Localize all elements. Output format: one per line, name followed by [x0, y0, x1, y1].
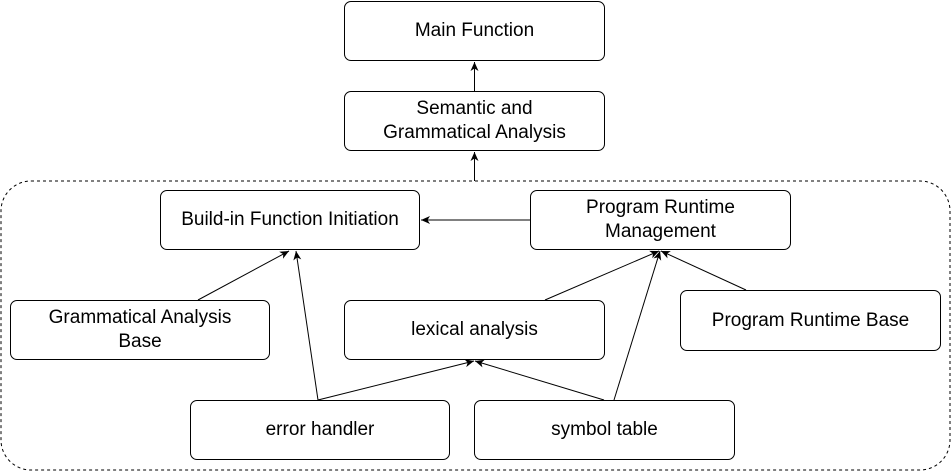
node-main-function-label: Main Function — [414, 20, 535, 41]
edge-error-handler-to-build-in — [293, 250, 319, 401]
node-symbol-table: symbol table — [474, 400, 735, 460]
node-build-in-label: Build-in Function Initiation — [181, 209, 399, 230]
node-program-runtime-base: Program Runtime Base — [680, 290, 941, 351]
node-lexical-analysis-label: lexical analysis — [411, 319, 538, 340]
node-grammatical-analysis-base-line1: Grammatical Analysis — [48, 307, 232, 328]
edge-symbol-table-to-runtime-mgmt — [613, 250, 662, 401]
node-program-runtime-management: Program Runtime Management — [530, 190, 791, 250]
node-program-runtime-management-line1: Program Runtime — [586, 197, 735, 218]
node-build-in-function-initiation: Build-in Function Initiation — [160, 190, 420, 250]
node-main-function: Main Function — [344, 1, 605, 61]
node-semantic-label-line1: Semantic and — [416, 98, 533, 119]
node-grammatical-analysis-base-line2: Base — [118, 331, 162, 352]
node-error-handler-label: error handler — [265, 419, 375, 440]
node-semantic-label: Semantic and Grammatical Analysis — [383, 97, 566, 145]
node-program-runtime-management-line2: Management — [605, 221, 716, 242]
edge-symbol-table-to-lexical — [474, 359, 605, 401]
module-group-container — [0, 180, 951, 471]
node-grammatical-analysis-base-label: Grammatical Analysis Base — [49, 306, 232, 354]
node-grammatical-analysis-base: Grammatical Analysis Base — [10, 300, 270, 360]
node-program-runtime-management-label: Program Runtime Management — [586, 196, 735, 244]
edge-error-handler-to-lexical — [317, 359, 475, 401]
node-semantic-label-line2: Grammatical Analysis — [383, 122, 566, 143]
node-semantic-grammatical-analysis: Semantic and Grammatical Analysis — [344, 91, 605, 151]
node-error-handler: error handler — [190, 400, 450, 460]
edge-lexical-to-runtime-mgmt — [544, 250, 660, 301]
edge-grammatical-base-to-build-in — [197, 250, 290, 301]
edge-runtime-base-to-runtime-mgmt — [660, 250, 747, 291]
node-program-runtime-base-label: Program Runtime Base — [711, 309, 910, 331]
node-lexical-analysis: lexical analysis — [344, 300, 605, 360]
node-symbol-table-label: symbol table — [551, 419, 658, 440]
